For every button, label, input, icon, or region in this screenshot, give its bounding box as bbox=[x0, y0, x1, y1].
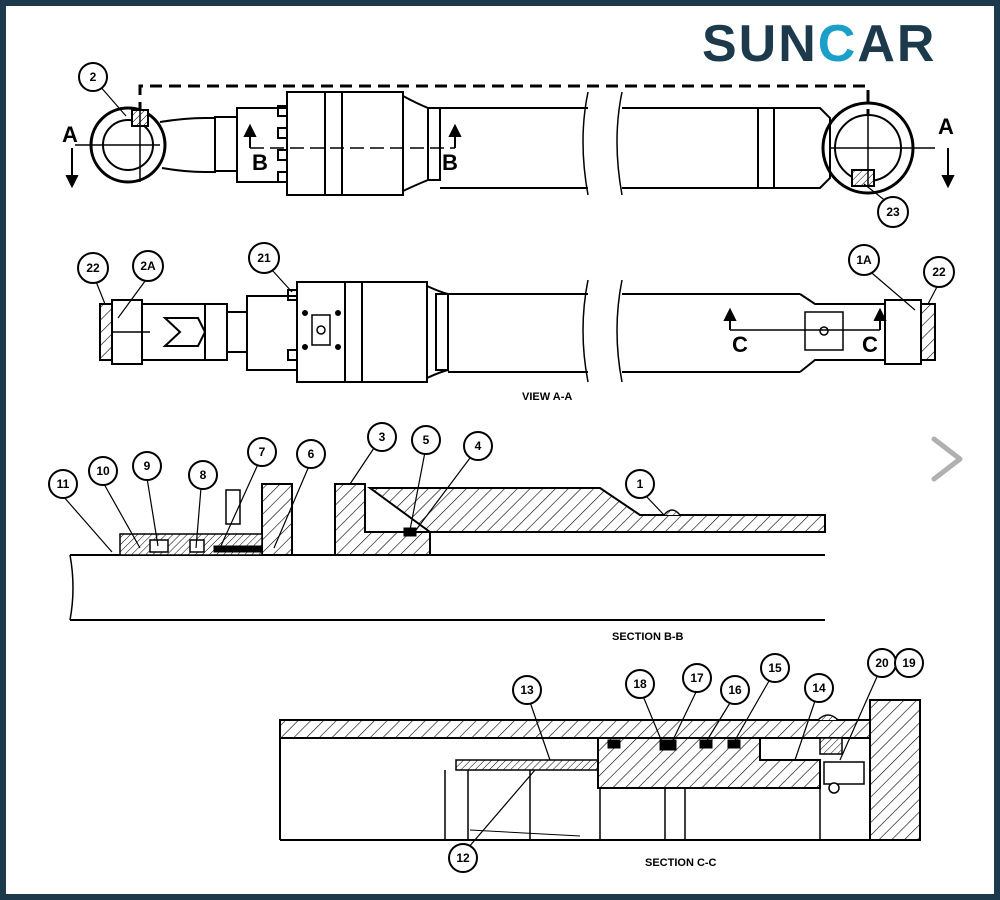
svg-text:20: 20 bbox=[875, 656, 889, 670]
callout-8: 8 bbox=[188, 460, 218, 490]
callout-4: 4 bbox=[463, 431, 493, 461]
svg-text:12: 12 bbox=[456, 851, 470, 865]
svg-text:2A: 2A bbox=[140, 259, 156, 273]
callout-19: 19 bbox=[894, 648, 924, 678]
callout-3: 3 bbox=[367, 422, 397, 452]
callout-2: 2 bbox=[78, 62, 108, 92]
callout-12: 12 bbox=[448, 843, 478, 873]
svg-text:19: 19 bbox=[902, 656, 916, 670]
callout-18: 18 bbox=[625, 669, 655, 699]
chevron-right-icon bbox=[929, 434, 965, 484]
svg-text:14: 14 bbox=[812, 681, 826, 695]
callout-1: 1 bbox=[625, 469, 655, 499]
callout-7: 7 bbox=[247, 437, 277, 467]
svg-text:16: 16 bbox=[728, 683, 742, 697]
section-letter-b-left: B bbox=[252, 150, 268, 175]
svg-text:15: 15 bbox=[768, 661, 782, 675]
svg-text:4: 4 bbox=[475, 439, 482, 453]
svg-text:2: 2 bbox=[90, 70, 97, 84]
section-b-b-label: SECTION B-B bbox=[612, 631, 684, 643]
callout-23: 23 bbox=[877, 196, 909, 228]
svg-text:1: 1 bbox=[637, 477, 644, 491]
callout-20: 20 bbox=[867, 648, 897, 678]
svg-text:6: 6 bbox=[308, 447, 315, 461]
callout-6: 6 bbox=[296, 439, 326, 469]
svg-text:1A: 1A bbox=[856, 253, 872, 267]
svg-text:5: 5 bbox=[423, 433, 430, 447]
section-b-b bbox=[62, 447, 826, 621]
top-view bbox=[65, 84, 955, 196]
section-letter-c-right: C bbox=[862, 332, 878, 357]
section-letter-c-left: C bbox=[732, 332, 748, 357]
section-letter-b-right: B bbox=[442, 150, 458, 175]
svg-text:13: 13 bbox=[520, 683, 534, 697]
svg-text:3: 3 bbox=[379, 430, 386, 444]
callout-22-right: 22 bbox=[923, 256, 955, 288]
callout-15: 15 bbox=[760, 653, 790, 683]
callout-5: 5 bbox=[411, 425, 441, 455]
svg-text:22: 22 bbox=[932, 265, 946, 279]
callout-2a: 2A bbox=[132, 250, 164, 282]
callout-9: 9 bbox=[132, 451, 162, 481]
section-letter-a-left: A bbox=[62, 122, 78, 147]
callout-14: 14 bbox=[804, 673, 834, 703]
svg-text:21: 21 bbox=[257, 251, 271, 265]
view-a-a bbox=[99, 279, 936, 383]
svg-text:23: 23 bbox=[886, 205, 900, 219]
view-a-a-label: VIEW A-A bbox=[522, 391, 572, 403]
next-image-button[interactable] bbox=[922, 431, 970, 487]
svg-text:18: 18 bbox=[633, 677, 647, 691]
svg-text:8: 8 bbox=[200, 468, 207, 482]
svg-text:10: 10 bbox=[96, 464, 110, 478]
top-leaders bbox=[94, 84, 940, 319]
svg-text:17: 17 bbox=[690, 671, 704, 685]
callout-17: 17 bbox=[682, 663, 712, 693]
section-c-c bbox=[279, 669, 921, 849]
svg-text:22: 22 bbox=[86, 261, 100, 275]
callout-22-left: 22 bbox=[77, 252, 109, 284]
section-letter-a-right: A bbox=[938, 114, 954, 139]
callout-11: 11 bbox=[48, 469, 78, 499]
callout-13: 13 bbox=[512, 675, 542, 705]
svg-text:7: 7 bbox=[259, 445, 266, 459]
svg-text:9: 9 bbox=[144, 459, 151, 473]
callout-10: 10 bbox=[88, 456, 118, 486]
callout-16: 16 bbox=[720, 675, 750, 705]
callout-21: 21 bbox=[248, 242, 280, 274]
diagram-frame: 2 23 22 2A 21 1A 22 3 5 4 7 6 bbox=[6, 6, 994, 894]
section-c-c-label: SECTION C-C bbox=[645, 857, 717, 869]
svg-text:11: 11 bbox=[57, 477, 70, 491]
callout-1a: 1A bbox=[848, 244, 880, 276]
hydraulic-cylinder-drawing: 2 23 22 2A 21 1A 22 3 5 4 7 6 bbox=[48, 62, 955, 873]
suncar-logo: SUNCAR bbox=[702, 15, 937, 73]
